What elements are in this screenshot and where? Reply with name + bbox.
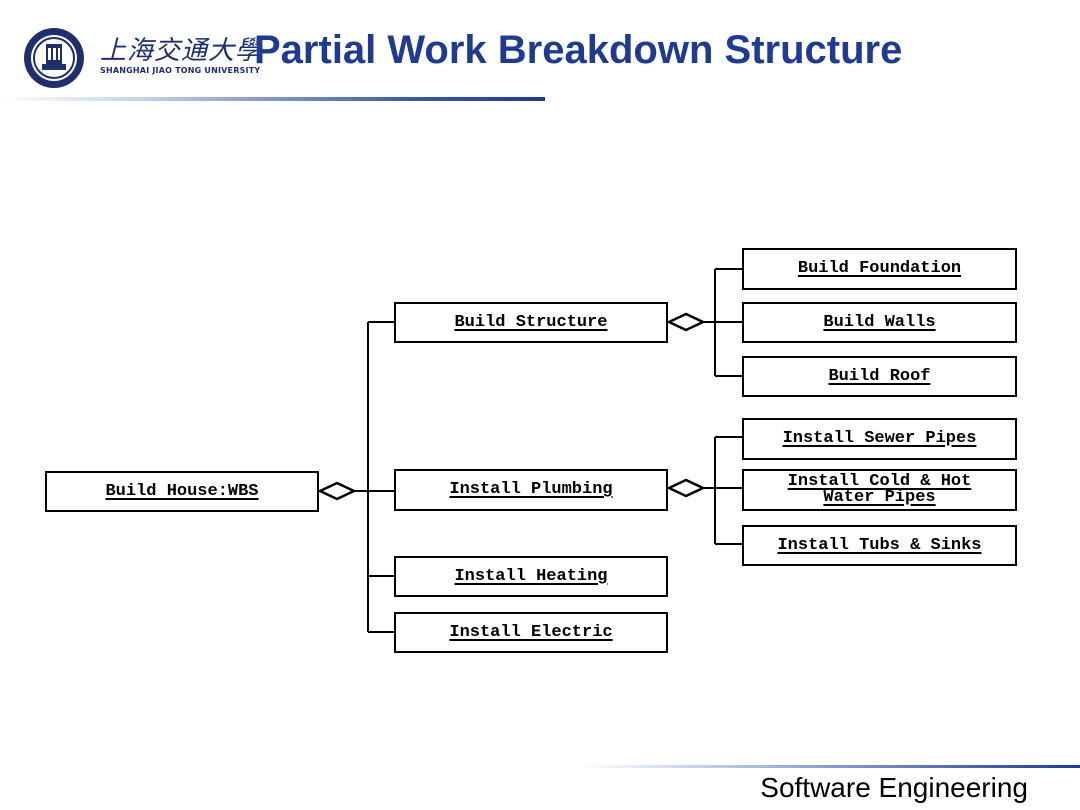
wbs-node-install-electric: Install Electric xyxy=(394,612,668,653)
university-name-english: SHANGHAI JIAO TONG UNIVERSITY xyxy=(100,66,261,75)
title-underline-rule xyxy=(0,97,545,101)
wbs-node-install-heating: Install Heating xyxy=(394,556,668,597)
wbs-node-install-plumbing: Install Plumbing xyxy=(394,469,668,511)
wbs-node-install-cold-hot-water-pipes: Install Cold & Hot Water Pipes xyxy=(742,469,1017,511)
aggregation-diamond-icon xyxy=(317,481,357,501)
wbs-node-install-sewer-pipes: Install Sewer Pipes xyxy=(742,418,1017,460)
aggregation-diamond-icon xyxy=(666,312,706,332)
university-name-chinese: 上海交通大學 xyxy=(100,36,263,66)
aggregation-diamond-icon xyxy=(666,478,706,498)
wbs-node-build-structure: Build Structure xyxy=(394,302,668,343)
footer-course-name: Software Engineering xyxy=(760,772,1028,803)
footer-rule xyxy=(580,765,1080,768)
slide-title: Partial Work Breakdown Structure xyxy=(254,28,903,72)
wbs-node-build-walls: Build Walls xyxy=(742,302,1017,343)
wbs-node-build-roof: Build Roof xyxy=(742,356,1017,397)
wbs-node-build-foundation: Build Foundation xyxy=(742,248,1017,290)
university-seal-icon xyxy=(24,28,84,88)
wbs-node-install-tubs-sinks: Install Tubs & Sinks xyxy=(742,525,1017,566)
wbs-node-root: Build House:WBS xyxy=(45,471,319,512)
